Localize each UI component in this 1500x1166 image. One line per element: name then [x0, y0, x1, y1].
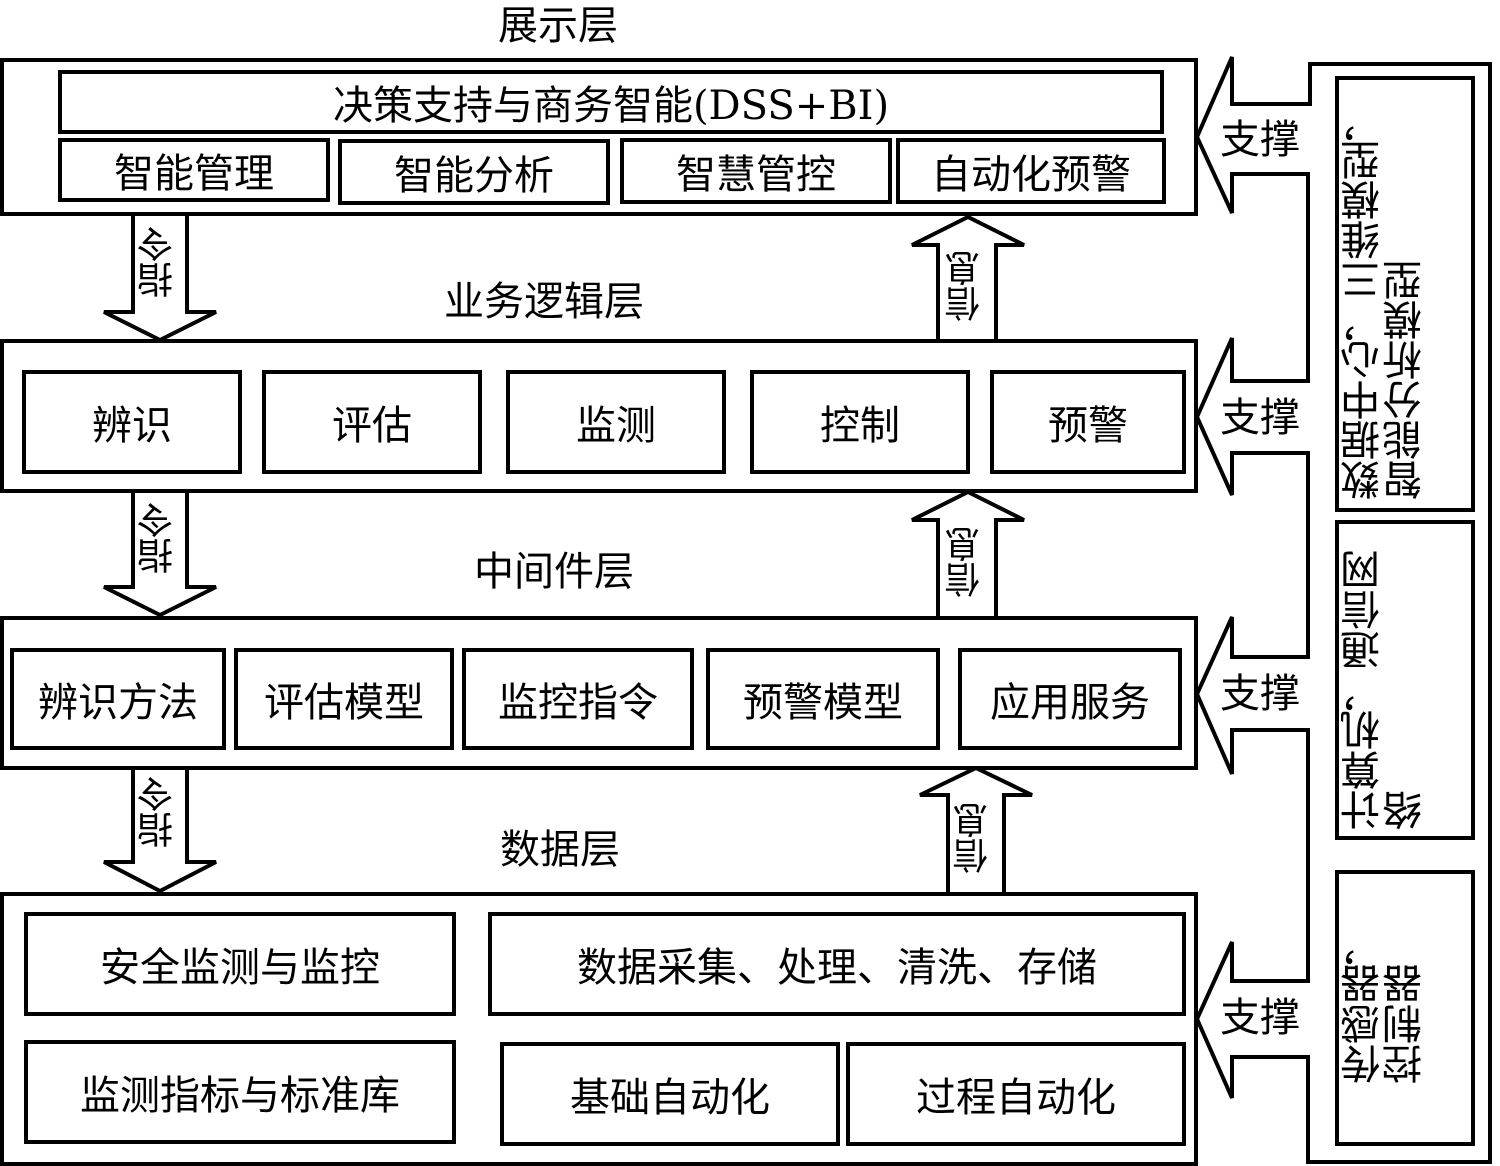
presentation-item: 智能分析 — [338, 139, 610, 205]
item-label: 智能管理 — [114, 151, 274, 197]
middleware-item: 应用服务 — [958, 648, 1182, 750]
data-item: 安全监测与监控 — [24, 912, 456, 1016]
item-label: 基础自动化 — [570, 1075, 770, 1121]
info-label: 信息 — [953, 802, 994, 874]
item-label: 智慧管控 — [676, 152, 836, 198]
dss-bi-banner: 决策支持与商务智能(DSS+BI) — [58, 70, 1164, 134]
presentation-item: 智能管理 — [58, 138, 330, 202]
down-arrow-2 — [103, 491, 217, 618]
support-box-network-label: 计算机，通信网络 — [1341, 550, 1429, 830]
support-label: 支撑 — [1220, 117, 1300, 163]
item-label: 智能分析 — [394, 153, 554, 199]
data-item: 基础自动化 — [500, 1042, 840, 1146]
item-label: 监控指令 — [498, 680, 658, 726]
command-label: 指令 — [138, 776, 179, 848]
presentation-item: 自动化预警 — [896, 138, 1166, 204]
business-item: 评估 — [262, 370, 482, 474]
support-box-datacenter-label: 数据中心，三维模型，智能分析模型 — [1341, 100, 1429, 500]
support-label: 支撑 — [1220, 995, 1300, 1041]
info-label: 信息 — [945, 250, 986, 322]
support-label: 支撑 — [1220, 395, 1300, 441]
data-item: 数据采集、处理、清洗、存储 — [488, 912, 1186, 1016]
item-label: 评估模型 — [264, 680, 424, 726]
item-label: 安全监测与监控 — [100, 945, 380, 991]
support-box-sensors-label: 传感器，控制器 — [1341, 924, 1429, 1084]
item-label: 辨识 — [92, 403, 172, 449]
dss-bi-label: 决策支持与商务智能(DSS+BI) — [332, 83, 890, 129]
business-item: 控制 — [750, 370, 970, 474]
middleware-item: 监控指令 — [462, 648, 694, 750]
command-label: 指令 — [138, 502, 179, 574]
item-label: 应用服务 — [990, 680, 1150, 726]
item-label: 辨识方法 — [38, 680, 198, 726]
item-label: 预警 — [1048, 403, 1128, 449]
data-item: 过程自动化 — [846, 1042, 1186, 1146]
up-arrow-1 — [911, 214, 1025, 340]
item-label: 数据采集、处理、清洗、存储 — [577, 945, 1097, 991]
info-label: 信息 — [945, 526, 986, 598]
command-label: 指令 — [138, 226, 179, 298]
down-arrow-3 — [103, 767, 217, 894]
support-label: 支撑 — [1220, 671, 1300, 717]
data-layer-title: 数据层 — [500, 827, 620, 873]
middleware-item: 辨识方法 — [10, 648, 226, 750]
item-label: 预警模型 — [743, 680, 903, 726]
presentation-layer-title: 展示层 — [498, 3, 618, 49]
item-label: 自动化预警 — [931, 152, 1131, 198]
support-box-network: 计算机，通信网络 — [1335, 520, 1475, 840]
item-label: 监测指标与标准库 — [80, 1073, 400, 1119]
item-label: 监测 — [576, 403, 656, 449]
business-layer-title: 业务逻辑层 — [444, 279, 644, 325]
middleware-item: 评估模型 — [234, 648, 454, 750]
data-item: 监测指标与标准库 — [24, 1040, 456, 1144]
business-item: 监测 — [506, 370, 726, 474]
business-item: 预警 — [990, 370, 1186, 474]
middleware-item: 预警模型 — [706, 648, 940, 750]
item-label: 过程自动化 — [916, 1075, 1116, 1121]
support-box-sensors: 传感器，控制器 — [1335, 870, 1475, 1146]
support-box-datacenter: 数据中心，三维模型，智能分析模型 — [1335, 76, 1475, 512]
presentation-item: 智慧管控 — [620, 138, 892, 204]
middleware-layer-title: 中间件层 — [474, 549, 634, 595]
business-item: 辨识 — [22, 370, 242, 474]
item-label: 控制 — [820, 403, 900, 449]
item-label: 评估 — [332, 403, 412, 449]
